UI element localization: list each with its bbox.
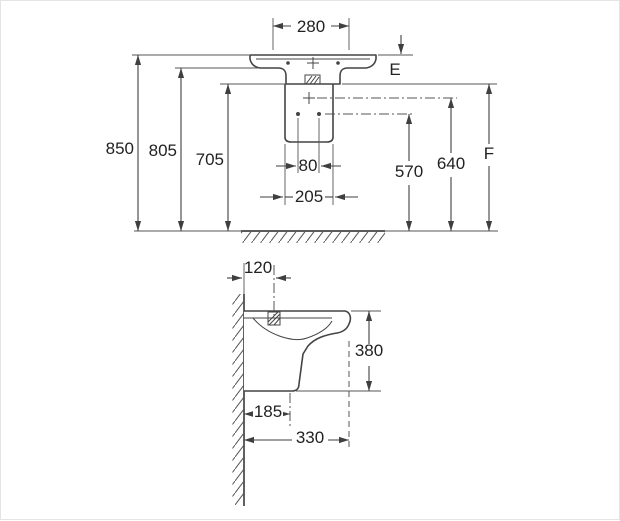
dim-205-label: 205 <box>295 187 323 206</box>
dim-380-label: 380 <box>355 341 383 360</box>
dim-E-label: E <box>389 60 400 79</box>
pedestal-details <box>296 92 457 116</box>
dim-805: 805 <box>149 67 258 231</box>
overflow-hatch <box>305 75 313 85</box>
dim-120-label: 120 <box>244 258 272 277</box>
dim-80: 80 <box>276 118 341 175</box>
dim-640: 640 <box>437 98 465 231</box>
dim-280: 280 <box>272 17 350 50</box>
dim-805-label: 805 <box>149 141 177 160</box>
overflow-hatch <box>313 76 320 85</box>
wall <box>232 263 245 506</box>
front-view: 280 E 850 805 705 <box>106 17 498 243</box>
tap-hole-hatch <box>268 313 281 326</box>
tap-hole-hatch <box>267 311 279 323</box>
basin-side-outline <box>244 310 352 392</box>
tap-deck-details <box>286 57 340 85</box>
dim-570-label: 570 <box>395 162 423 181</box>
fixing-hole-left <box>296 112 300 116</box>
dim-E: E <box>342 35 497 85</box>
dim-F-label: F <box>484 144 494 163</box>
dim-705-label: 705 <box>196 150 224 169</box>
fixing-hole-right <box>317 112 321 116</box>
dim-850-label: 850 <box>106 139 134 158</box>
dim-640-label: 640 <box>437 154 465 173</box>
dim-380: 380 <box>296 310 383 392</box>
tap-hole-right-dot <box>336 61 340 65</box>
tap-hole-left-dot <box>286 61 290 65</box>
dim-705: 705 <box>196 83 285 231</box>
overflow-slot <box>304 74 321 85</box>
dim-570: 570 <box>395 114 423 231</box>
dim-205: 205 <box>260 144 358 206</box>
dim-F: F <box>484 84 494 231</box>
tap-hole-section <box>267 265 281 326</box>
dim-330: 330 <box>244 341 350 448</box>
overflow-hatch <box>309 75 317 85</box>
wall-hatching <box>232 294 244 505</box>
dim-850: 850 <box>106 54 249 231</box>
dim-280-label: 280 <box>297 17 325 36</box>
floor-hatching <box>241 231 385 243</box>
dim-185: 185 <box>244 393 291 427</box>
basin-front-outline <box>249 54 377 85</box>
dim-330-label: 330 <box>296 428 324 447</box>
label-background <box>253 404 283 419</box>
label-background <box>292 430 328 446</box>
side-view: 120 380 185 330 <box>227 258 383 506</box>
dim-80-label: 80 <box>299 156 318 175</box>
dim-185-label: 185 <box>254 402 282 421</box>
floor <box>134 230 498 243</box>
bowl-cavity-line <box>252 317 333 340</box>
tap-hole-hatch <box>273 317 281 326</box>
dim-120: 120 <box>227 258 291 282</box>
